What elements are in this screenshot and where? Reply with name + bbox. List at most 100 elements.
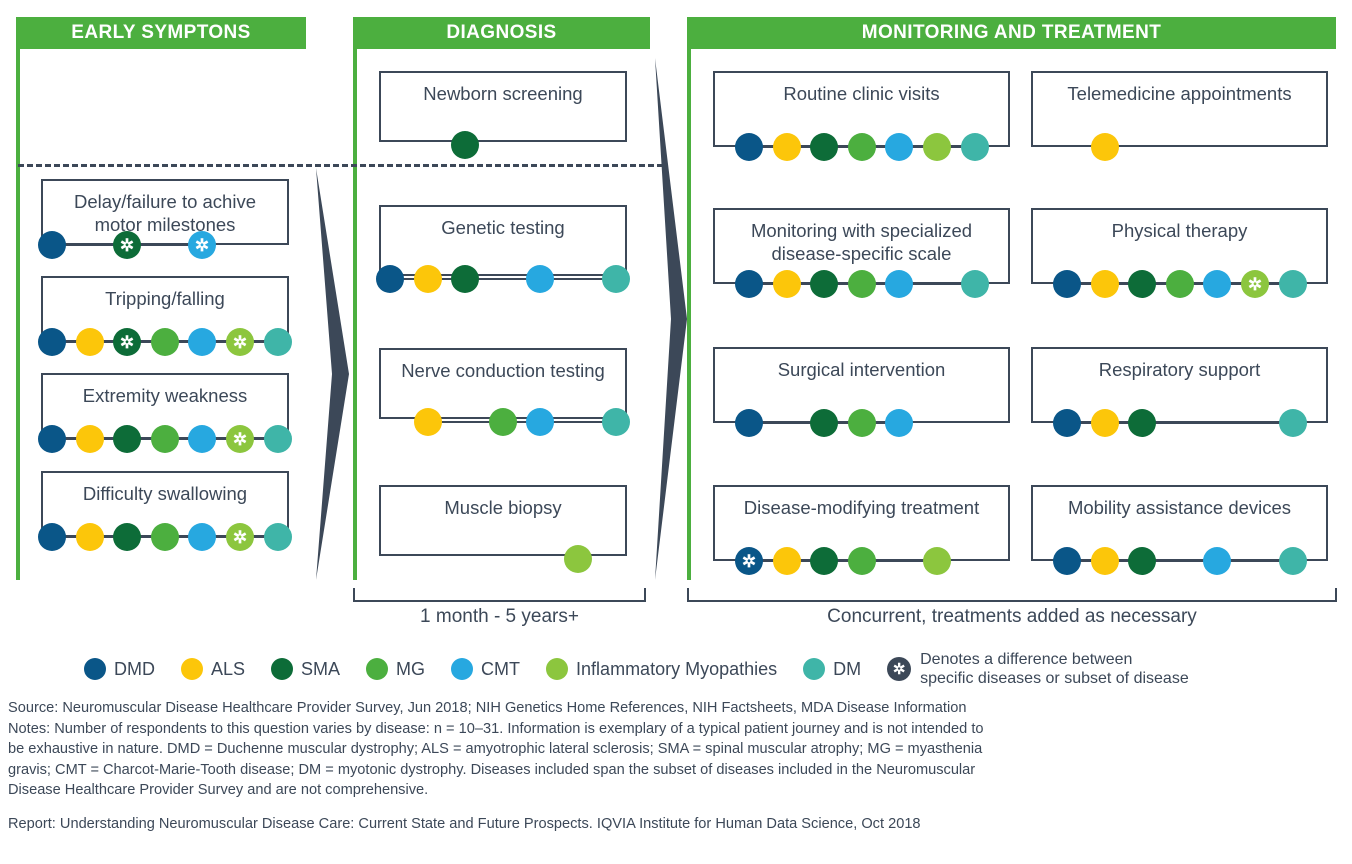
monitoring-left-item-dots-1 [735,270,989,298]
legend-label-im: Inflammatory Myopathies [576,658,778,679]
dot-als [773,270,801,298]
dot-dmd [735,133,763,161]
early-item-label-2: Extremity weakness [82,385,248,406]
diagnosis-item-box-3: Muscle biopsy [379,485,627,556]
header-diagnosis: DIAGNOSIS [353,17,650,49]
early-item-dots-1: ✲ ✲ [38,328,292,356]
diagnosis-item-dots-0 [376,131,630,159]
monitoring-right-item-label-3: Mobility assistance devices [1067,497,1292,518]
legend-label-dm: DM [833,658,862,679]
dot-als [76,425,104,453]
legend-item-cmt: CMT [451,658,520,680]
dot-connector [1067,560,1294,562]
dot-sma [451,131,479,159]
monitoring-concurrency-bracket [687,588,1337,602]
legend-item-als: ALS [181,658,245,680]
rail-diagnosis [353,17,357,580]
early-item-label-1: Tripping/falling [105,288,225,309]
dot-mg [848,270,876,298]
dot-mg [151,523,179,551]
header-early-symptoms: EARLY SYMPTONS [16,17,306,49]
dot-mg [848,547,876,575]
monitoring-right-item-dots-3 [1053,547,1307,575]
dot-cmt [885,270,913,298]
dot-dmd [735,270,763,298]
diagnosis-item-dots-1 [376,265,630,293]
dot-connector [427,421,617,423]
dot-sma [810,547,838,575]
dot-cmt: ✲ [188,231,216,259]
rail-early [16,17,20,580]
dot-dmd [376,265,404,293]
dot-sma [810,409,838,437]
diagnosis-item-dots-2 [376,408,630,436]
monitoring-right-item-box-3: Mobility assistance devices [1031,485,1328,561]
monitoring-left-item-label-2: Surgical intervention [777,359,946,380]
dot-dm [264,523,292,551]
legend-asterisk-text: Denotes a difference between specific di… [920,650,1189,688]
dot-dmd [1053,547,1081,575]
early-item-dots-3: ✲ [38,523,292,551]
footnote-notes-line1: Notes: Number of respondents to this que… [8,720,984,737]
monitoring-left-item-label-1: Monitoring with specialized disease-spec… [750,220,973,264]
dot-dmd: ✲ [735,547,763,575]
dot-als [773,133,801,161]
monitoring-right-item-box-0: Telemedicine appointments [1031,71,1328,147]
dot-sma [113,425,141,453]
dot-dmd [38,425,66,453]
legend-item-mg: MG [366,658,425,680]
dot-als [1091,547,1119,575]
early-item-label-0: Delay/failure to achive motor milestones [73,191,256,235]
legend-label-dmd: DMD [114,658,155,679]
dot-dmd [38,328,66,356]
arrow-diagnosis-to-monitoring [645,58,691,580]
dot-als [414,265,442,293]
diagnosis-item-box-0: Newborn screening [379,71,627,142]
dot-connector [390,278,617,280]
monitoring-left-item-box-3: Disease-modifying treatment [713,485,1010,561]
dot-als [1091,270,1119,298]
monitoring-left-item-dots-0 [735,133,989,161]
monitoring-left-item-label-0: Routine clinic visits [783,83,940,104]
dot-sma [451,265,479,293]
dot-connector [749,560,938,562]
dot-cmt [1203,547,1231,575]
diagnosis-item-label-1: Genetic testing [441,217,565,238]
dot-im [923,547,951,575]
dot-cmt [526,408,554,436]
monitoring-right-item-dots-1: ✲ [1053,270,1307,298]
dot-dmd [1053,409,1081,437]
diagnosis-item-label-0: Newborn screening [423,83,583,104]
dot-sma: ✲ [113,328,141,356]
diagnosis-item-box-1: Genetic testing [379,205,627,276]
dot-als [76,328,104,356]
monitoring-left-item-box-2: Surgical intervention [713,347,1010,423]
dot-cmt [885,409,913,437]
legend-dot-mg [366,658,389,680]
legend-item-asterisk: ✲ Denotes a difference between specific … [887,650,1189,688]
monitoring-right-item-label-1: Physical therapy [1111,220,1248,241]
dot-als [414,408,442,436]
diagnosis-duration-bracket [353,588,646,602]
monitoring-right-item-dots-2 [1053,409,1307,437]
dot-cmt [885,133,913,161]
dot-mg [848,133,876,161]
footnote-source: Source: Neuromuscular Disease Healthcare… [8,700,967,716]
asterisk-icon: ✲ [887,657,912,681]
dot-dm [1279,409,1307,437]
dot-als [773,547,801,575]
header-diagnosis-label: DIAGNOSIS [446,22,557,43]
legend-dot-sma [271,658,294,680]
legend-asterisk-line1: Denotes a difference between [920,651,1133,668]
diagnosis-item-label-3: Muscle biopsy [444,497,562,518]
early-item-box-0: Delay/failure to achive motor milestones [41,179,289,245]
header-early-symptoms-label: EARLY SYMPTONS [71,22,251,43]
dot-mg [489,408,517,436]
dot-dm [1279,547,1307,575]
legend-label-sma: SMA [301,658,341,679]
dot-als [1091,133,1119,161]
dot-cmt [526,265,554,293]
dot-dmd [38,523,66,551]
legend-dot-cmt [451,658,474,680]
diagnosis-item-box-2: Nerve conduction testing [379,348,627,419]
